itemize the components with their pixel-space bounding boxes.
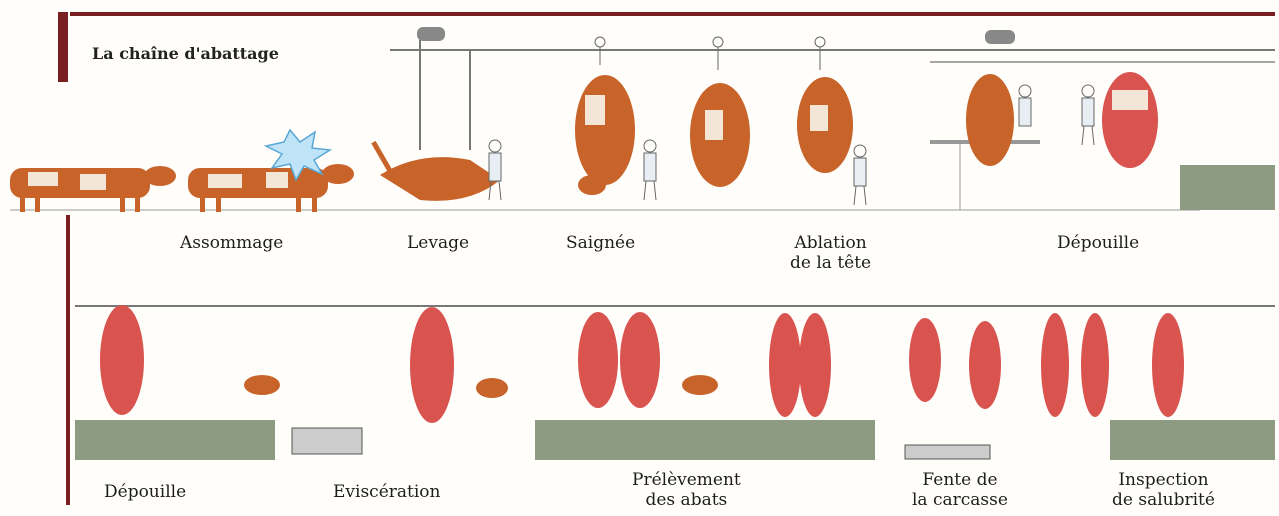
step-label-levage: Levage: [407, 233, 469, 253]
step-label-fente: Fente de la carcasse: [912, 470, 1008, 510]
worker-icon: [1082, 85, 1094, 145]
step-label-saignee: Saignée: [566, 233, 635, 253]
worker-icon: [854, 145, 866, 205]
split-carcass-icon: [100, 305, 1184, 423]
step-label-ablation: Ablation de la tête: [790, 233, 871, 273]
step-label-depouille-2: Dépouille: [104, 482, 186, 502]
platform: [1110, 420, 1275, 460]
step-label-inspection: Inspection de salubrité: [1112, 470, 1215, 510]
worker-icon: [489, 140, 501, 200]
cow-icon: [10, 166, 176, 212]
step-label-evisceration: Eviscération: [333, 482, 440, 502]
platform-stairs: [1180, 165, 1275, 210]
platform: [75, 420, 275, 460]
worker-icon: [1019, 85, 1031, 126]
worker-icon: [644, 140, 656, 200]
hanging-cow-icon: [690, 83, 750, 187]
step-label-assommage: Assommage: [180, 233, 283, 253]
platform: [535, 420, 875, 460]
step-label-prelevement: Prélèvement des abats: [632, 470, 741, 510]
hanging-carcass-icon: [966, 72, 1158, 168]
hanging-cow-icon: [797, 77, 853, 173]
hanging-cow-icon: [575, 75, 635, 195]
grate: [905, 445, 990, 459]
offal-bin: [292, 428, 362, 454]
stunned-cow-icon: [188, 164, 354, 212]
step-label-depouille-1: Dépouille: [1057, 233, 1139, 253]
hoisted-cow-icon: [371, 141, 500, 201]
